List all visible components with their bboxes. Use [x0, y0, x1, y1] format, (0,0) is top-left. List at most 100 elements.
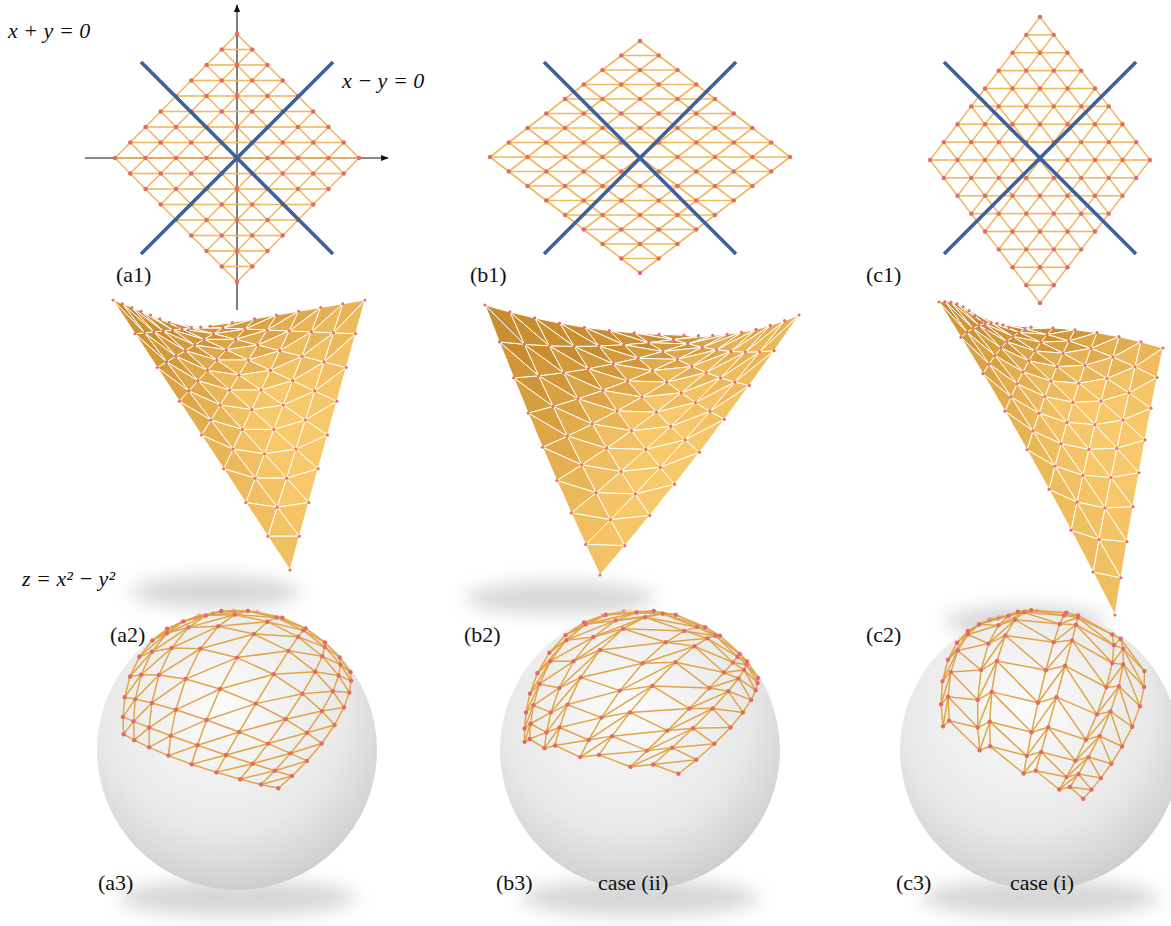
- surface-vertex: [260, 388, 263, 391]
- surface-vertex: [977, 324, 980, 327]
- gauss-edge: [339, 676, 350, 693]
- mesh-edge: [1123, 124, 1137, 142]
- surface-vertex: [180, 327, 183, 330]
- mesh-vertex: [544, 140, 548, 144]
- gauss-vertex: [233, 612, 237, 616]
- mesh-edge: [1054, 106, 1082, 108]
- mesh-edge: [207, 157, 238, 159]
- saddle-surface: [937, 300, 1164, 617]
- mesh-edge: [222, 80, 253, 82]
- mesh-edge: [283, 143, 298, 159]
- mesh-vertex: [1038, 194, 1042, 198]
- surface-face: [224, 469, 256, 503]
- mesh-edge: [161, 111, 192, 113]
- mesh-edge: [146, 158, 161, 174]
- gauss-edge: [533, 705, 551, 712]
- mesh-edge: [222, 111, 253, 113]
- mesh-edge: [1054, 213, 1082, 215]
- mesh-edge: [298, 174, 313, 190]
- surface-face: [685, 419, 724, 452]
- gauss-vertex: [338, 662, 342, 666]
- mesh-edge: [146, 112, 161, 128]
- mesh-vertex: [220, 264, 224, 268]
- mesh-edge: [237, 64, 268, 66]
- mesh-vertex: [997, 68, 1001, 72]
- mesh-vertex: [928, 158, 932, 162]
- surface-vertex: [341, 302, 344, 305]
- surface-vertex: [294, 447, 297, 450]
- gauss-edge: [672, 728, 693, 747]
- mesh-vertex: [220, 47, 224, 51]
- surface-vertex: [143, 331, 146, 334]
- mesh-vertex: [1024, 211, 1028, 215]
- mesh-edge: [1040, 17, 1054, 35]
- surface-vertex: [987, 362, 990, 365]
- mesh-vertex: [174, 187, 178, 191]
- gauss-edge: [274, 651, 289, 674]
- mesh-edge: [944, 160, 958, 178]
- mesh-vertex: [1065, 158, 1069, 162]
- mesh-edge: [252, 112, 267, 128]
- mesh-vertex: [1093, 158, 1097, 162]
- mesh-vertex: [600, 213, 604, 217]
- surface-face: [1051, 367, 1079, 384]
- mesh-vertex: [619, 198, 623, 202]
- surface-vertex: [1025, 448, 1028, 451]
- mesh-vertex: [1024, 104, 1028, 108]
- mesh-edge: [237, 251, 252, 267]
- mesh-edge: [753, 172, 772, 187]
- surface-vertex: [1069, 529, 1072, 532]
- surface-vertex: [228, 388, 231, 391]
- mesh-edge: [1109, 124, 1123, 142]
- mesh-edge: [584, 113, 622, 115]
- gauss-vertex: [180, 619, 184, 623]
- gauss-edge: [630, 748, 672, 767]
- mesh-vertex: [997, 176, 1001, 180]
- mesh-edge: [176, 158, 191, 174]
- gauss-edge: [675, 662, 709, 688]
- mesh-edge: [1068, 53, 1082, 71]
- surface-vertex: [263, 452, 266, 455]
- surface-face: [961, 337, 989, 373]
- mesh-edge: [222, 65, 237, 81]
- mesh-edge: [584, 215, 603, 230]
- surface-vertex: [363, 298, 366, 301]
- mesh-vertex: [983, 86, 987, 90]
- surface-face: [1073, 383, 1101, 402]
- mesh-edge: [207, 126, 238, 128]
- surface-vertex: [733, 380, 736, 383]
- mesh-edge: [985, 71, 999, 89]
- surface-vertex: [989, 321, 992, 324]
- mesh-edge: [298, 127, 313, 143]
- mesh-edge: [298, 188, 329, 190]
- gauss-edge: [322, 691, 333, 711]
- mesh-vertex: [942, 140, 946, 144]
- mesh-edge: [621, 201, 640, 216]
- symmetry-line: [544, 62, 736, 254]
- mesh-vertex: [1107, 211, 1111, 215]
- mesh-vertex: [582, 169, 586, 173]
- gauss-vertex: [195, 743, 199, 747]
- mesh-vertex: [265, 63, 269, 67]
- mesh-edge: [528, 143, 547, 158]
- gauss-edge: [645, 617, 684, 631]
- mesh-edge: [565, 201, 584, 216]
- mesh-edge: [161, 173, 192, 175]
- mesh-vertex: [1052, 283, 1056, 287]
- surface-vertex: [250, 408, 253, 411]
- gauss-edge: [168, 745, 197, 755]
- surface-vertex: [995, 322, 998, 325]
- mesh-vertex: [296, 125, 300, 129]
- surface-vertex: [555, 479, 558, 482]
- mesh-vertex: [1010, 86, 1014, 90]
- mesh-edge: [1026, 196, 1040, 214]
- surface-vertex: [288, 568, 291, 571]
- surface-face: [268, 536, 300, 570]
- mesh-edge: [1040, 89, 1054, 107]
- surface-vertex: [1103, 506, 1106, 509]
- gauss-edge: [333, 676, 339, 692]
- mesh-edge: [958, 124, 972, 142]
- mesh-vertex: [600, 242, 604, 246]
- gauss-edge: [738, 678, 755, 690]
- mesh-edge: [161, 189, 176, 205]
